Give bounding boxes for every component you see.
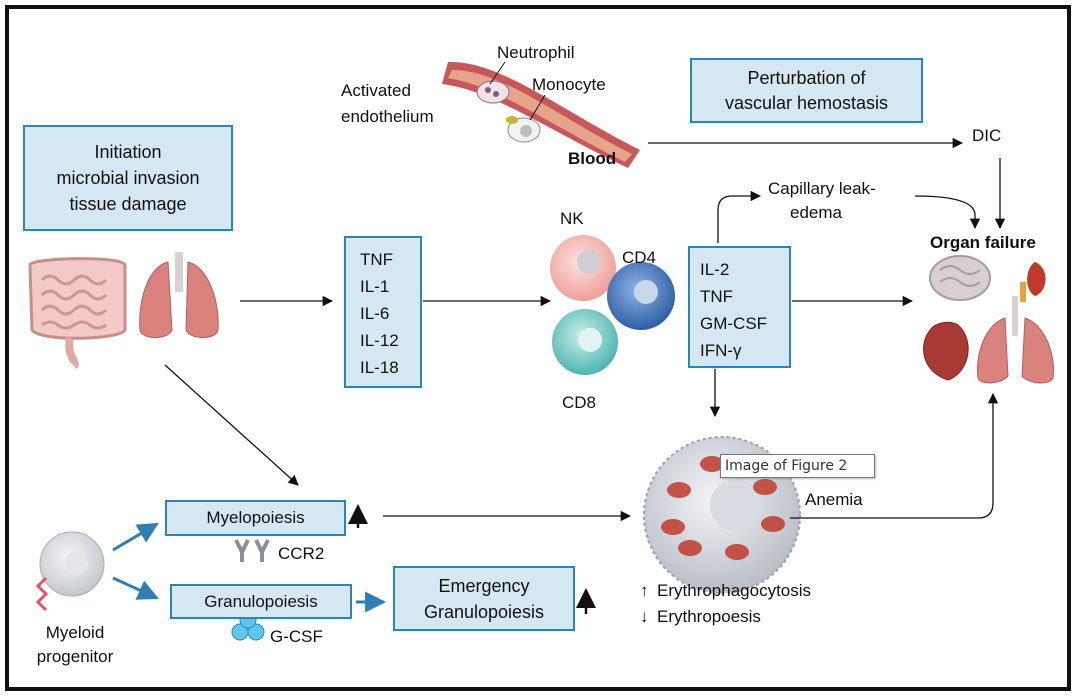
erythrophagocytosis-up-arrow: ↑ [640, 581, 649, 600]
emergency-granulopoiesis-box: Emergency Granulopoiesis [393, 566, 575, 631]
myeloid-progenitor-label-1: Myeloid [45, 623, 105, 642]
granulopoiesis-label: Granulopoiesis [204, 591, 318, 611]
myelopoiesis-box: Myelopoiesis [165, 500, 346, 536]
cd4-label: CD4 [622, 248, 657, 267]
cytokine-item: IL-12 [360, 331, 399, 350]
myeloid-progenitor-label-2: progenitor [36, 647, 114, 666]
blood-label: Blood [568, 149, 617, 168]
activated-endothelium-label-2: endothelium [341, 107, 434, 126]
capillary-leak-label-1: Capillary leak- [768, 179, 876, 198]
cytokines-left-box: TNF IL-1 IL-6 IL-12 IL-18 [344, 236, 422, 388]
nk-label: NK [560, 209, 584, 228]
intestine-illustration [28, 257, 127, 369]
gcsf-label: G-CSF [270, 627, 323, 646]
organ-failure-illustration [923, 255, 1054, 384]
monocyte-label: Monocyte [532, 75, 606, 94]
cytokines-right-box: IL-2 TNF GM-CSF IFN-γ [688, 246, 791, 368]
cytokine-item: GM-CSF [700, 314, 768, 333]
ccr2-label: CCR2 [278, 544, 325, 563]
erythrophagocytosis-label: Erythrophagocytosis [657, 581, 812, 600]
dic-label: DIC [972, 126, 1002, 145]
cytokine-item: IL-2 [700, 260, 730, 279]
erythropoesis-down-arrow: ↓ [640, 607, 649, 626]
capillary-leak-label-2: edema [790, 203, 842, 222]
cytokine-item: IFN-γ [700, 341, 742, 360]
initiation-line-2: microbial invasion [56, 168, 200, 188]
cytokine-item: IL-18 [360, 358, 399, 377]
blood-vessel-illustration [442, 61, 640, 168]
initiation-line-3: tissue damage [69, 194, 187, 214]
initiation-box: Initiation microbial invasion tissue dam… [23, 125, 233, 231]
cytokine-item: TNF [360, 250, 394, 269]
flow-arrows [164, 137, 1006, 614]
organ-failure-label: Organ failure [930, 233, 1036, 252]
anemia-label: Anemia [805, 490, 863, 509]
immune-cells [550, 235, 675, 375]
lungs-illustration [139, 252, 219, 338]
initiation-line-1: Initiation [94, 142, 162, 162]
activated-endothelium-label-1: Activated [341, 81, 411, 100]
granulopoiesis-box: Granulopoiesis [170, 584, 352, 619]
emergency-line-1: Emergency [438, 575, 530, 596]
ccr2-icon [234, 539, 270, 562]
blue-flow-arrows [112, 522, 387, 613]
neutrophil-label: Neutrophil [497, 43, 575, 62]
perturbation-box: Perturbation of vascular hemostasis [690, 58, 923, 123]
myelopoiesis-label: Myelopoiesis [206, 508, 305, 527]
cytokine-item: TNF [700, 287, 734, 306]
myeloid-progenitor-illustration [35, 531, 105, 612]
cd8-label: CD8 [562, 393, 597, 412]
perturbation-line-2: vascular hemostasis [724, 92, 889, 113]
erythropoesis-label: Erythropoesis [657, 607, 761, 626]
perturbation-line-1: Perturbation of [747, 67, 866, 88]
cytokine-item: IL-1 [360, 277, 390, 296]
emergency-line-2: Granulopoiesis [423, 601, 545, 622]
cytokine-item: IL-6 [360, 304, 390, 323]
figure-tooltip: Image of Figure 2 [720, 454, 875, 478]
